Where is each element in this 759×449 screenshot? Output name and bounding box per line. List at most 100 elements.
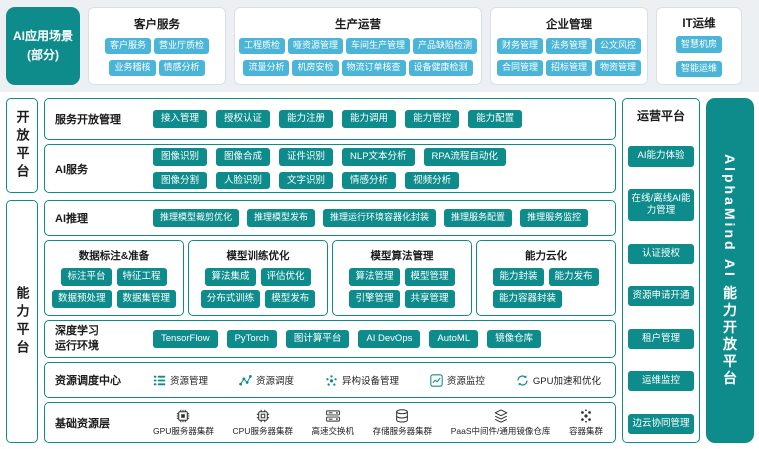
capability-cloud-title: 能力云化 bbox=[525, 250, 567, 263]
ai-service-chip: 证件识别 bbox=[279, 147, 334, 166]
dots-cluster-icon bbox=[326, 374, 337, 386]
chip-row: 业务稽核 情感分析 bbox=[109, 59, 205, 77]
inference-chip: 推理服务监控 bbox=[520, 209, 589, 227]
paas-item: PaaS中间件/通用镜像仓库 bbox=[450, 408, 551, 437]
ai-service-chip: 文字识别 bbox=[279, 171, 334, 190]
scenario-chip: 合同管理 bbox=[496, 59, 543, 77]
training-chip: 分布式训练 bbox=[200, 289, 261, 308]
service-chip: 能力管控 bbox=[405, 110, 460, 128]
ops-chip: 租户管理 bbox=[628, 328, 694, 349]
resource-mgmt-item: 资源管理 bbox=[153, 373, 208, 387]
inference-chip: 推理模型裁剪优化 bbox=[153, 209, 240, 227]
ai-service-chip: 视频分析 bbox=[405, 171, 460, 190]
service-open-mgmt-panel: 服务开放管理 接入管理 授权认证 能力注册 能力调用 能力管控 能力配置 bbox=[44, 98, 616, 140]
group-title-production-ops: 生产运营 bbox=[335, 18, 381, 31]
scenario-chip: 物流订单核查 bbox=[341, 59, 406, 77]
cpu-chip-icon bbox=[256, 409, 269, 423]
center-panels: 服务开放管理 接入管理 授权认证 能力注册 能力调用 能力管控 能力配置 AI服… bbox=[44, 98, 616, 443]
resource-sched-item: 资源调度 bbox=[239, 373, 294, 387]
ai-service-chip: NLP文本分析 bbox=[342, 147, 415, 166]
open-platform-label-text: 开放平台 bbox=[14, 109, 30, 182]
capability-platform-label: 能力平台 bbox=[6, 200, 38, 443]
network-nodes-icon bbox=[239, 374, 252, 386]
scenario-label: AI应用场景 (部分) bbox=[6, 7, 80, 85]
chip-row: 合同管理 招标管理 物资管理 bbox=[496, 59, 642, 77]
ai-service-panel: AI服务 图像识别 图像合成 证件识别 NLP文本分析 RPA流程自动化 图像分… bbox=[44, 144, 616, 193]
inference-chip: 推理模型发布 bbox=[247, 209, 316, 227]
data-prep-title: 数据标注&准备 bbox=[78, 250, 150, 263]
dl-chip: PyTorch bbox=[226, 330, 277, 348]
scenario-chip: 公文风控 bbox=[595, 37, 642, 54]
chip-row: TensorFlow PyTorch 图计算平台 AI DevOps AutoM… bbox=[153, 330, 605, 348]
chip-row: 工程质检 哑资源管理 车间生产管理 产品缺陷检测 bbox=[238, 37, 478, 54]
ops-chip: 运维监控 bbox=[628, 371, 694, 392]
scenario-chip: 营业厅质检 bbox=[154, 37, 210, 54]
ai-inference-panel: AI推理 推理模型裁剪优化 推理模型发布 推理运行环境容器化封装 推理服务配置 … bbox=[44, 200, 616, 236]
chip-row: 接入管理 授权认证 能力注册 能力调用 能力管控 能力配置 bbox=[153, 110, 605, 128]
scheduling-items: 资源管理 资源调度 异构设备管理 资源监控 GPU加速和优化 bbox=[153, 373, 605, 387]
model-training-panel: 模型训练优化 算法集成 评估优化 分布式训练 模型发布 bbox=[188, 240, 328, 316]
scenario-group-enterprise-mgmt: 企业管理 财务管理 法务管理 公文风控 合同管理 招标管理 物资管理 bbox=[490, 7, 648, 85]
dl-runtime-panel: 深度学习 运行环境 TensorFlow PyTorch 图计算平台 AI De… bbox=[44, 320, 616, 358]
cloud-chip: 能力封装 bbox=[493, 267, 544, 286]
brand-text: AlphaMind AI 能力开放平台 bbox=[722, 153, 738, 388]
dl-runtime-title-line2: 运行环境 bbox=[55, 340, 99, 352]
resource-scheduling-panel: 资源调度中心 资源管理 资源调度 异构设备管理 资源监控 bbox=[44, 362, 616, 398]
capability-platform-label-text: 能力平台 bbox=[14, 285, 30, 358]
base-item-label: CPU服务器集群 bbox=[232, 426, 293, 436]
chip-row: 图像分割 人脸识别 文字识别 情感分析 视频分析 bbox=[153, 171, 605, 190]
capability-subpanels: 数据标注&准备 标注平台 特征工程 数据预处理 数据集管理 模型训练优化 算法集… bbox=[44, 240, 616, 316]
base-item-label: 存储服务器集群 bbox=[372, 426, 433, 436]
base-resource-panel: 基础资源层 GPU服务器集群 CPU服务器集群 高速交换机 存储服务器集群 bbox=[44, 402, 616, 443]
base-item-label: 容器集群 bbox=[568, 426, 603, 436]
scenario-chip: 智慧机房 bbox=[675, 36, 722, 53]
service-chip: 能力配置 bbox=[468, 110, 523, 128]
scenario-chip: 产品缺陷检测 bbox=[413, 37, 478, 54]
group-title-it-ops: IT运维 bbox=[682, 18, 716, 31]
ai-inference-title: AI推理 bbox=[55, 213, 88, 225]
switch-item: 高速交换机 bbox=[312, 408, 354, 437]
base-item-label: GPU服务器集群 bbox=[153, 426, 214, 436]
model-training-title: 模型训练优化 bbox=[226, 250, 290, 263]
ops-chip: AI能力体验 bbox=[628, 146, 694, 167]
scenario-chip: 智能运维 bbox=[675, 60, 722, 77]
storage-item: 存储服务器集群 bbox=[372, 408, 433, 437]
chip-stack: 图像识别 图像合成 证件识别 NLP文本分析 RPA流程自动化 图像分割 人脸识… bbox=[153, 147, 605, 190]
resource-scheduling-title: 资源调度中心 bbox=[55, 375, 121, 387]
scenario-chip: 工程质检 bbox=[238, 37, 285, 54]
scheduling-item-label: GPU加速和优化 bbox=[532, 376, 601, 387]
data-prep-chip: 特征工程 bbox=[116, 267, 167, 286]
inference-chip: 推理运行环境容器化封装 bbox=[323, 209, 437, 227]
chip-row: 能力封装 能力发布 bbox=[483, 267, 609, 286]
base-item-label: PaaS中间件/通用镜像仓库 bbox=[450, 426, 551, 436]
chip-row: 数据预处理 数据集管理 bbox=[51, 289, 177, 308]
database-icon bbox=[396, 409, 409, 423]
ai-service-chip: 图像分割 bbox=[153, 171, 208, 190]
model-algo-title: 模型算法管理 bbox=[370, 250, 434, 263]
scheduling-item-label: 资源监控 bbox=[446, 376, 485, 387]
scenario-chip: 招标管理 bbox=[545, 59, 592, 77]
chip-row: 分布式训练 模型发布 bbox=[195, 289, 321, 308]
chip-row: 推理模型裁剪优化 推理模型发布 推理运行环境容器化封装 推理服务配置 推理服务监… bbox=[153, 209, 605, 227]
ops-chip: 认证授权 bbox=[628, 243, 694, 264]
service-chip: 能力注册 bbox=[279, 110, 334, 128]
scenario-group-it-ops: IT运维 智慧机房 智能运维 bbox=[656, 7, 742, 85]
chip-row: 流量分析 机房安检 物流订单核查 设备健康检测 bbox=[243, 59, 473, 77]
dl-runtime-title: 深度学习 运行环境 bbox=[55, 324, 147, 354]
service-chip: 接入管理 bbox=[153, 110, 208, 128]
cloud-chip: 能力发布 bbox=[548, 267, 599, 286]
ai-service-chip: 图像识别 bbox=[153, 147, 208, 166]
ai-service-chip: 图像合成 bbox=[216, 147, 271, 166]
switch-rack-icon bbox=[325, 410, 340, 422]
cloud-chip: 能力容器封装 bbox=[493, 289, 563, 308]
chip-row: 图像识别 图像合成 证件识别 NLP文本分析 RPA流程自动化 bbox=[153, 147, 605, 166]
scenario-chip: 客户服务 bbox=[104, 37, 151, 54]
scenario-chip: 机房安检 bbox=[292, 59, 339, 77]
chip-row: 算法集成 评估优化 bbox=[195, 267, 321, 286]
chip-row: 财务管理 法务管理 公文风控 bbox=[496, 37, 642, 54]
list-icon bbox=[153, 375, 166, 385]
data-prep-chip: 数据预处理 bbox=[51, 289, 112, 308]
chip-column: 智慧机房 智能运维 bbox=[675, 36, 722, 77]
gpu-cluster-item: GPU服务器集群 bbox=[153, 408, 214, 437]
cpu-cluster-item: CPU服务器集群 bbox=[233, 408, 293, 437]
